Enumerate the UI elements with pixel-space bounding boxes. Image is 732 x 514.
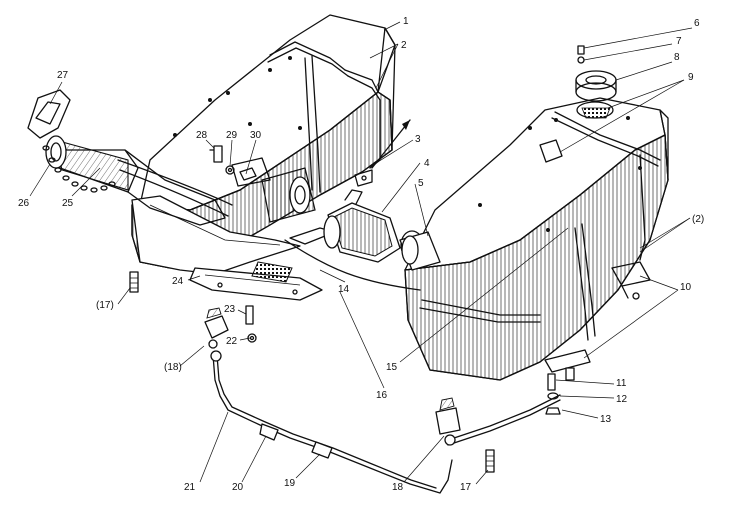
callout-4: 4 [424,158,430,169]
tank-outlet-pipe [231,157,316,223]
callout-9: 9 [688,72,694,83]
callout-23: 23 [224,304,236,315]
callout-22: 22 [226,336,238,347]
callout-12: 12 [616,394,628,405]
filler-neck-hose [45,135,233,226]
callout-1: 1 [403,16,409,27]
direction-arrow [371,119,411,169]
callout-8: 8 [674,52,680,63]
callout-2-paren: (2) [692,214,704,225]
callout-2: 2 [401,40,407,51]
callout-10: 10 [680,282,692,293]
callout-25: 25 [62,198,74,209]
callout-18-paren: (18) [164,362,182,373]
fuel-lines [212,239,561,494]
callout-13: 13 [600,414,612,425]
callout-18: 18 [392,482,404,493]
bolt-washer-nut-right [545,373,561,415]
bolt-washer-lower [245,305,257,343]
drain-plug-left [129,271,139,293]
right-filler-cap [575,70,617,102]
callout-16: 16 [376,390,388,401]
right-fuel-tank [399,97,669,381]
callout-29: 29 [226,130,238,141]
valve-left [204,307,229,362]
callout-5: 5 [418,178,424,189]
valve-center [435,397,461,446]
callout-27: 27 [57,70,69,81]
callout-20: 20 [232,482,244,493]
filler-cap [27,89,71,139]
callout-30: 30 [250,130,262,141]
screw-and-washer-top [577,45,585,64]
callout-17: 17 [460,482,472,493]
callout-15: 15 [386,362,398,373]
right-filler-neck [576,101,614,119]
callout-11: 11 [616,378,627,389]
callout-26: 26 [18,198,30,209]
callout-7: 7 [676,36,682,47]
drain-plug-bottom [485,449,495,473]
callout-19: 19 [284,478,296,489]
cap-chain [42,145,116,193]
callout-3: 3 [415,134,421,145]
callout-24: 24 [172,276,184,287]
tank-rivets [173,56,302,137]
leader-lines [29,21,693,485]
callout-14: 14 [338,284,350,295]
callout-21: 21 [184,482,196,493]
callout-28: 28 [196,130,208,141]
callout-6: 6 [694,18,700,29]
mounting-plate [189,261,323,301]
callout-17-paren: (17) [96,300,114,311]
callout-labels: 1 2 3 4 5 6 7 8 9 (2) 10 11 12 13 14 15 … [18,16,704,493]
